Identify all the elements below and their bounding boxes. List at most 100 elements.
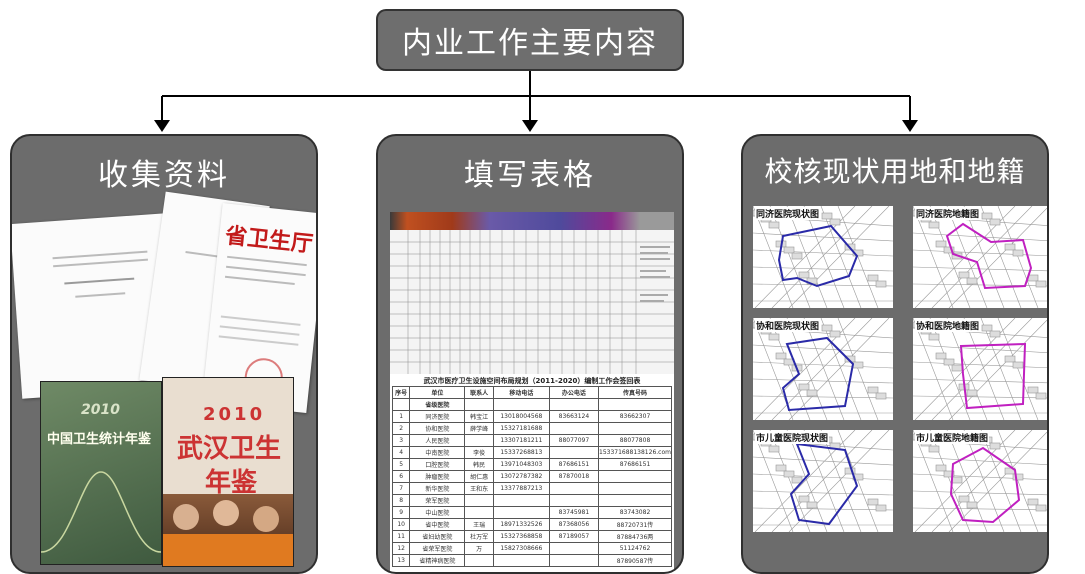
contact-table-title: 武汉市医疗卫生设施空间布局规划（2011-2020）编制工作会签回表 — [423, 377, 641, 385]
table-cell: 12 — [391, 542, 411, 555]
site-boundary-outline — [777, 224, 859, 288]
map-drawing — [753, 206, 893, 308]
table-cell: 王瑞 — [464, 518, 494, 531]
table-cell — [548, 494, 599, 507]
table-cell: 15827308666 — [492, 542, 550, 555]
table-cell: 87686151 — [597, 458, 673, 471]
table-cell: 3 — [391, 434, 411, 447]
table-cell — [492, 554, 550, 567]
map-label: 市儿童医院现状图 — [755, 431, 830, 444]
map-label: 市儿童医院地籍图 — [915, 431, 990, 444]
table-cell: 11 — [391, 530, 411, 543]
table-cell: 51124762 — [597, 542, 673, 555]
map-drawing — [753, 318, 893, 420]
book-title-line2: 年鉴 — [205, 468, 258, 498]
table-cell: 83743082 — [597, 506, 673, 519]
table-cell: 8 — [391, 494, 411, 507]
table-cell: 15327368858 — [492, 530, 550, 543]
table-cell: 153371688138126.com — [597, 446, 673, 459]
table-header-cell: 联系人 — [464, 386, 494, 399]
table-cell — [548, 482, 599, 495]
table-cell: 87189057 — [548, 530, 599, 543]
table-cell — [464, 434, 494, 447]
table-cell: 83745981 — [548, 506, 599, 519]
book-year: 2010 — [203, 404, 266, 425]
map-thumbnail: 市儿童医院地籍图 — [913, 430, 1047, 532]
table-cell — [597, 398, 673, 411]
table-row: 省级医院 — [391, 398, 673, 411]
map-drawing — [913, 430, 1047, 532]
table-cell: 中南医院 — [409, 446, 466, 459]
table-cell: 4 — [391, 446, 411, 459]
map-thumbnail: 协和医院地籍图 — [913, 318, 1047, 420]
book-cover-photo — [163, 494, 293, 566]
table-cell — [548, 446, 599, 459]
book-title: 中国卫生统计年鉴 — [47, 432, 152, 447]
table-cell: 88077808 — [597, 434, 673, 447]
table-cell: 13018004568 — [492, 410, 550, 423]
table-cell — [464, 494, 494, 507]
map-drawing — [753, 430, 893, 532]
table-cell: 省中医院 — [409, 518, 466, 531]
table-cell — [492, 506, 550, 519]
table-cell — [464, 398, 494, 411]
table-cell: 5 — [391, 458, 411, 471]
table-cell: 87884736两 — [597, 530, 673, 543]
table-cell: 2 — [391, 422, 411, 435]
site-boundary-outline — [959, 342, 1027, 410]
table-cell — [597, 422, 673, 435]
table-cell: 省妇幼医院 — [409, 530, 466, 543]
table-header-cell: 序号 — [391, 386, 411, 399]
table-cell: 83663124 — [548, 410, 599, 423]
site-boundary-outline — [945, 222, 1033, 290]
table-cell: 87686151 — [548, 458, 599, 471]
doc-red-heading: 省卫生厅 — [224, 223, 315, 258]
table-cell: 10 — [391, 518, 411, 531]
contact-table-card: 武汉市医疗卫生设施空间布局规划（2011-2020）编制工作会签回表 序号单位联… — [390, 374, 674, 572]
map-label: 同济医院现状图 — [755, 207, 821, 220]
table-header-cell: 传真号码 — [597, 386, 673, 399]
table-cell: 新华医院 — [409, 482, 466, 495]
table-cell: 口腔医院 — [409, 458, 466, 471]
table-cell: 13971048303 — [492, 458, 550, 471]
spreadsheet-grid — [390, 230, 674, 374]
table-cell: 省级医院 — [409, 398, 466, 411]
table-cell — [597, 494, 673, 507]
map-drawing — [913, 206, 1047, 308]
table-cell: 87890587传 — [597, 554, 673, 567]
table-cell: 18971332526 — [492, 518, 550, 531]
table-cell: 7 — [391, 482, 411, 495]
table-cell: 李俊 — [464, 446, 494, 459]
table-cell: 协和医院 — [409, 422, 466, 435]
table-cell: 6 — [391, 470, 411, 483]
table-cell: 万 — [464, 542, 494, 555]
table-header-cell: 移动电话 — [492, 386, 550, 399]
book-year: 2010 — [81, 402, 120, 418]
tree-connectors — [154, 71, 918, 132]
table-cell: 杜万军 — [464, 530, 494, 543]
map-label: 协和医院地籍图 — [915, 319, 981, 332]
table-cell: 13307181211 — [492, 434, 550, 447]
table-cell — [548, 422, 599, 435]
table-cell — [548, 542, 599, 555]
map-drawing — [913, 318, 1047, 420]
table-cell: 87368056 — [548, 518, 599, 531]
table-cell: 省精神病医院 — [409, 554, 466, 567]
table-header-row: 序号单位联系人移动电话办公电话传真号码 — [391, 386, 673, 399]
table-cell — [464, 554, 494, 567]
table-cell — [391, 398, 411, 411]
root-label: 内业工作主要内容 — [402, 26, 658, 61]
site-boundary-outline — [949, 446, 1021, 524]
